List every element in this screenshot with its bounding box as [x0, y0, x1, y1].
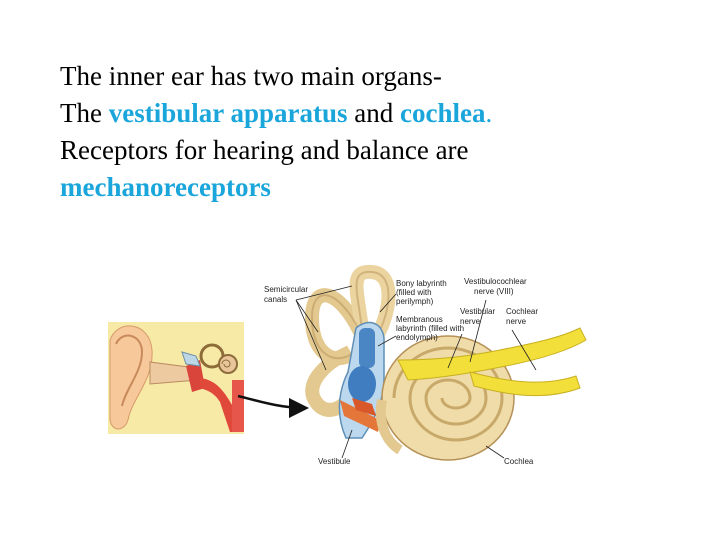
vestibule-structure [338, 321, 385, 439]
label-vest-nerve-2: nerve [460, 317, 481, 326]
text-line-2: The vestibular apparatus and cochlea. [60, 95, 492, 132]
line2-middle: and [347, 98, 401, 128]
label-coch-nerve-2: nerve [506, 317, 527, 326]
text-line-3: Receptors for hearing and balance are [60, 135, 469, 165]
line2-prefix: The [60, 98, 109, 128]
label-bony-3: perilymph) [396, 297, 434, 306]
label-coch-nerve-1: Cochlear [506, 307, 538, 316]
label-membranous-2: labyrinth (filled with [396, 324, 464, 333]
label-cochlea: Cochlea [504, 457, 534, 466]
label-pointers [295, 285, 537, 459]
diagram-labels: Semicircular canals Bony labyrinth (fill… [264, 277, 538, 466]
label-semicircular-2: canals [264, 295, 287, 304]
label-semicircular-1: Semicircular [264, 285, 308, 294]
label-membranous-3: endolymph) [396, 333, 438, 342]
label-vestibule: Vestibule [318, 457, 351, 466]
slide-text: The inner ear has two main organs- The v… [60, 58, 492, 206]
label-membranous-1: Membranous [396, 315, 443, 324]
magnify-arrow [237, 394, 309, 418]
term-cochlea: cochlea [400, 98, 486, 128]
line2-period: . [485, 98, 493, 128]
term-vestibular-apparatus: vestibular apparatus [108, 98, 348, 128]
outer-ear-inset [108, 322, 244, 434]
text-line-1: The inner ear has two main organs- [60, 61, 442, 91]
vestibulocochlear-nerve [397, 327, 587, 397]
label-bony-1: Bony labyrinth [396, 279, 447, 288]
label-vc-nerve-2: nerve (VIII) [474, 287, 514, 296]
term-mechanoreceptors: mechanoreceptors [60, 172, 271, 202]
label-vc-nerve-1: Vestibulocochlear [464, 277, 527, 286]
label-vest-nerve-1: Vestibular [460, 307, 495, 316]
label-bony-2: (filled with [396, 288, 432, 297]
